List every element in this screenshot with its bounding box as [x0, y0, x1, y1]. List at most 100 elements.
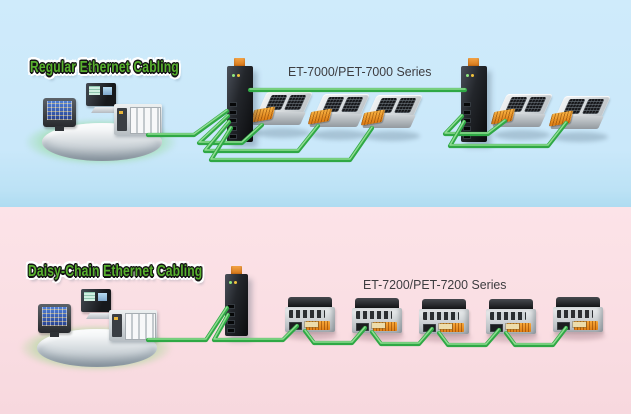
io-module-et7200-2 — [352, 298, 404, 341]
terminal-screws — [289, 310, 325, 318]
switch-ports — [229, 102, 237, 139]
module-top — [556, 297, 600, 308]
io-module-et7000-3 — [360, 95, 423, 141]
hmi-stand — [50, 332, 59, 337]
pac-io-slots — [130, 107, 161, 134]
switch-led-amber — [237, 74, 240, 77]
module-shadow — [419, 333, 471, 342]
workstation-screen2 — [98, 293, 107, 301]
switch-led — [232, 74, 235, 77]
control-station — [20, 289, 172, 371]
module-shadow — [285, 331, 337, 340]
pac-io-slots — [125, 313, 156, 340]
switch-led — [229, 281, 232, 284]
ethernet-switch-2 — [461, 58, 487, 142]
module-body — [553, 307, 603, 332]
module-label — [372, 323, 385, 328]
rj45-port — [463, 110, 471, 115]
hmi-touch-panel — [43, 98, 76, 131]
rj45-port — [463, 102, 471, 107]
hmi-stand — [55, 126, 64, 131]
rj45-port — [227, 328, 235, 333]
module-label — [439, 324, 452, 329]
terminal-screws — [557, 310, 593, 318]
io-module-et7000-4 — [490, 94, 553, 140]
workstation — [81, 289, 111, 312]
switch-led-amber — [234, 281, 237, 284]
module-label — [305, 322, 318, 327]
module-body — [486, 309, 536, 334]
workstation-screen — [84, 292, 95, 301]
switch-power-connector — [234, 58, 245, 68]
rj45-port — [227, 304, 235, 309]
module-body — [352, 308, 402, 333]
module-top — [422, 299, 466, 310]
ethernet-port — [490, 324, 503, 332]
hmi-touch-panel — [38, 304, 71, 337]
module-shadow — [552, 132, 608, 142]
module-body — [419, 309, 469, 334]
pac-controller — [109, 310, 157, 341]
terminal-connector — [574, 321, 598, 330]
rj45-port — [229, 134, 237, 139]
switch-power-connector — [468, 58, 479, 68]
terminal-screws — [423, 312, 459, 320]
module-top — [288, 297, 332, 308]
rj45-port — [463, 126, 471, 131]
daisy-chain-section: Daisy-Chain Ethernet Cabling ET-7200/PET… — [0, 207, 631, 414]
io-module-et7200-3 — [419, 299, 471, 342]
module-label — [573, 322, 586, 327]
switch-led — [466, 74, 469, 77]
rj45-port — [227, 320, 235, 325]
io-module-et7200-5 — [553, 297, 605, 340]
io-module-et7000-5 — [548, 96, 611, 142]
rj45-port — [229, 126, 237, 131]
fan-grille — [283, 95, 307, 110]
ethernet-port — [289, 322, 302, 330]
io-module-et7200-4 — [486, 299, 538, 342]
module-shadow — [486, 333, 538, 342]
rj45-port — [229, 110, 237, 115]
hmi-screen — [47, 101, 72, 120]
workstation-screen2 — [103, 87, 112, 95]
module-top — [489, 299, 533, 310]
ethernet-port — [557, 322, 570, 330]
workstation-screen — [89, 86, 100, 95]
fan-grille — [523, 97, 547, 112]
switch-led-amber — [471, 74, 474, 77]
daisy-chain-title: Daisy-Chain Ethernet Cabling — [28, 263, 203, 280]
ethernet-switch-1 — [227, 58, 253, 142]
et7000-series-label: ET-7000/PET-7000 Series — [288, 64, 432, 79]
module-body — [285, 307, 335, 332]
terminal-connector — [440, 323, 464, 332]
module-shadow — [553, 331, 605, 340]
control-station — [25, 83, 177, 165]
pac-cpu-module — [117, 108, 127, 131]
switch-power-connector — [231, 266, 242, 276]
terminal-connector — [306, 321, 330, 330]
terminal-screws — [356, 311, 392, 319]
fan-grille — [340, 97, 364, 112]
io-module-et7000-2 — [307, 94, 370, 140]
terminal-screws — [490, 312, 526, 320]
rj45-port — [463, 134, 471, 139]
fan-grille — [393, 98, 417, 113]
io-module-et7200-1 — [285, 297, 337, 340]
module-shadow — [254, 128, 310, 138]
hmi-screen — [42, 307, 67, 326]
pac-cpu-module — [112, 314, 122, 337]
regular-cabling-section: Regular Ethernet Cabling ET-7000/PET-700… — [0, 0, 631, 207]
io-module-et7000-1 — [250, 92, 313, 138]
module-shadow — [494, 130, 550, 140]
rj45-port — [229, 102, 237, 107]
rj45-port — [227, 312, 235, 317]
workstation — [86, 83, 116, 106]
module-shadow — [364, 131, 420, 141]
module-shadow — [352, 332, 404, 341]
module-top — [355, 298, 399, 309]
module-shadow — [311, 130, 367, 140]
fan-grille — [581, 99, 605, 114]
pac-controller — [114, 104, 162, 135]
switch-ports — [463, 102, 471, 139]
